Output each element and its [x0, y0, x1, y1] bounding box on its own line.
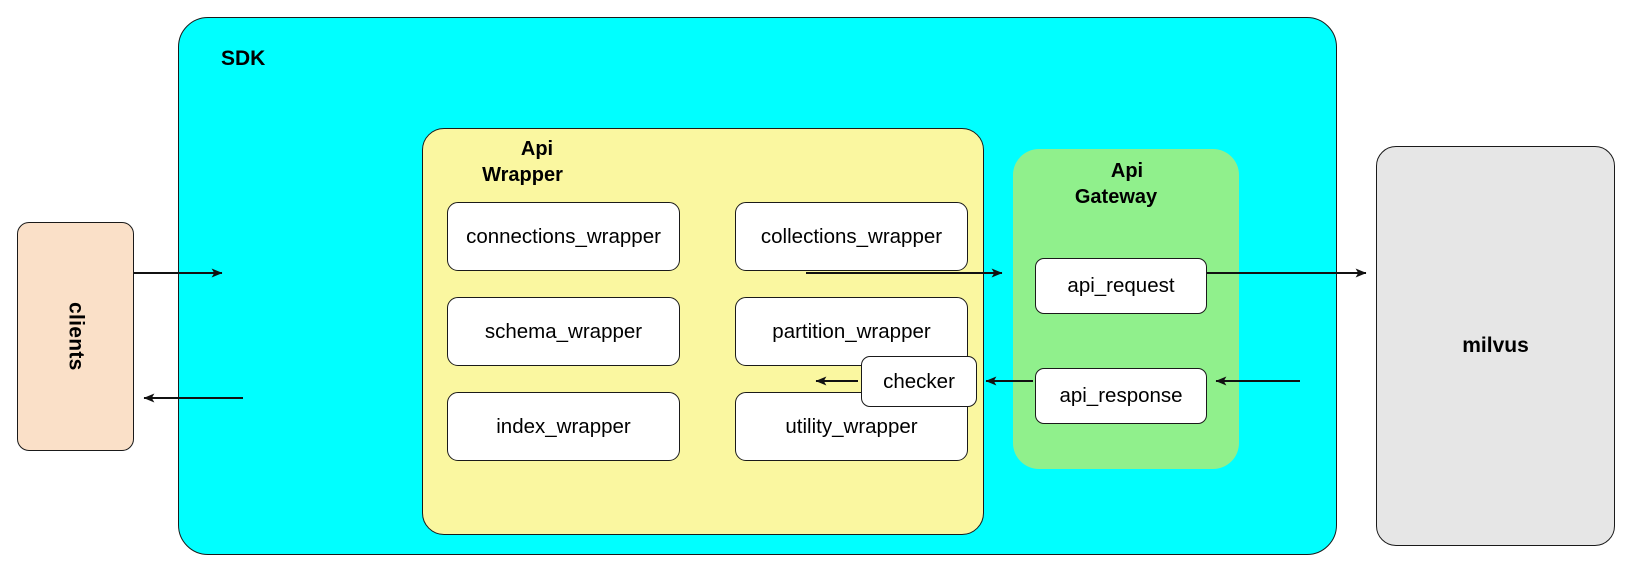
node-checker[interactable]: checker: [861, 356, 977, 407]
module-label: collections_wrapper: [760, 224, 943, 248]
api-wrapper-label-line2: Wrapper: [482, 163, 563, 186]
module-partition-wrapper[interactable]: partition_wrapper: [735, 297, 968, 366]
module-connections-wrapper[interactable]: connections_wrapper: [447, 202, 680, 271]
node-milvus-label: milvus: [1462, 334, 1529, 357]
module-label: api_response: [1059, 384, 1183, 407]
container-sdk[interactable]: SDK Api Wrapper connections_wrapper coll…: [178, 17, 1337, 555]
node-clients[interactable]: clients: [17, 222, 134, 451]
module-api-response[interactable]: api_response: [1035, 368, 1207, 424]
module-api-request[interactable]: api_request: [1035, 258, 1207, 314]
module-label: utility_wrapper: [785, 414, 918, 438]
module-schema-wrapper[interactable]: schema_wrapper: [447, 297, 680, 366]
node-clients-label: clients: [64, 302, 88, 371]
module-label: index_wrapper: [496, 414, 631, 438]
api-wrapper-label-line1: Api: [520, 138, 554, 160]
module-index-wrapper[interactable]: index_wrapper: [447, 392, 680, 461]
container-sdk-label: SDK: [221, 47, 266, 70]
api-gateway-label-line2: Gateway: [1074, 186, 1158, 208]
module-label: schema_wrapper: [484, 319, 643, 343]
api-gateway-label-line1: Api: [1110, 160, 1144, 182]
container-api-wrapper-label: Api Wrapper: [467, 137, 607, 188]
module-label: partition_wrapper: [772, 319, 931, 343]
module-label: api_request: [1067, 274, 1175, 297]
container-api-wrapper[interactable]: Api Wrapper connections_wrapper collecti…: [422, 128, 984, 535]
container-api-gateway[interactable]: Api Gateway api_request api_response: [1013, 149, 1239, 469]
node-checker-label: checker: [883, 369, 955, 393]
node-milvus[interactable]: milvus: [1376, 146, 1615, 546]
module-collections-wrapper[interactable]: collections_wrapper: [735, 202, 968, 271]
module-label: connections_wrapper: [466, 224, 661, 248]
container-api-gateway-label: Api Gateway: [1057, 158, 1197, 210]
module-utility-wrapper[interactable]: utility_wrapper: [735, 392, 968, 461]
